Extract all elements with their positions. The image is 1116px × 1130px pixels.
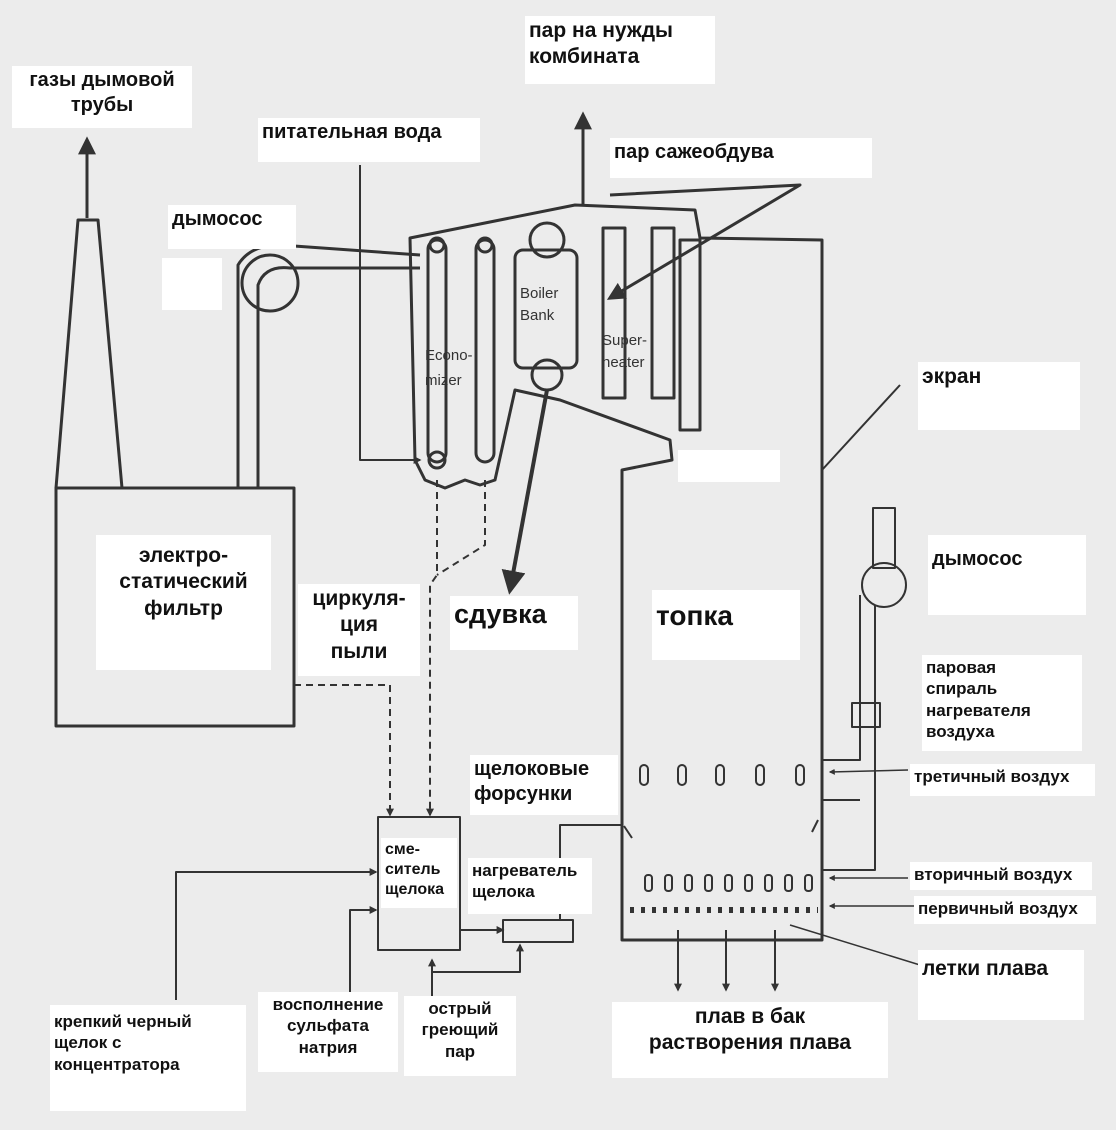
fan-right-stack [872, 507, 896, 569]
label-mixer: сме- ситель щелока [381, 838, 457, 908]
label-secondary-air: вторичный воздух [910, 862, 1092, 890]
label-flue-gases: газы дымовой трубы [12, 66, 192, 128]
label-makeup: восполнение сульфата натрия [258, 992, 398, 1072]
label-blowdown: сдувка [450, 596, 578, 650]
fan-duct [236, 243, 421, 488]
label-esp: электро- статический фильтр [96, 535, 271, 670]
boiler-bank-label-2: Bank [520, 307, 555, 324]
boiler-outline [408, 203, 824, 942]
liquor-heater [502, 919, 574, 943]
superheater-element-3 [678, 238, 702, 432]
boiler-bank-label-1: Boiler [520, 285, 558, 302]
label-strong-liquor: крепкий черный щелок с концентратора [50, 1005, 246, 1111]
label-feed-water: питательная вода [258, 118, 480, 162]
esp-box [54, 486, 296, 728]
label-fan-top: дымосос [168, 205, 296, 249]
superheater-label-1: Super- [602, 332, 647, 349]
secondary-ports [644, 874, 813, 892]
label-smelt-spouts: летки плава [918, 950, 1084, 1020]
label-liquor-guns: щелоковые форсунки [470, 755, 618, 815]
air-heater-coil [851, 702, 881, 728]
label-steam-mill: пар на нужды комбината [525, 16, 715, 84]
economizer-label-2: mizer [425, 372, 462, 389]
label-sootblow-steam: пар сажеобдува [610, 138, 872, 178]
white-patch [678, 450, 780, 482]
label-tertiary-air: третичный воздух [910, 764, 1095, 796]
label-screen: экран [918, 362, 1080, 430]
white-patch-2 [162, 258, 222, 310]
tertiary-ports [639, 764, 805, 786]
economizer-tube-1 [426, 238, 448, 464]
economizer-label-1: Econo- [425, 347, 473, 364]
superheater-element-2 [650, 226, 676, 400]
superheater-element-1 [601, 226, 627, 400]
label-dust-circulation: циркуля- ция пыли [298, 584, 420, 676]
liquor-mixer [377, 816, 461, 951]
label-furnace: топка [652, 590, 800, 660]
boiler-bank-tubes [513, 248, 579, 370]
label-fan-right: дымосос [928, 535, 1086, 615]
label-steam-coil: паровая спираль нагревателя воздуха [922, 655, 1082, 751]
label-primary-air: первичный воздух [914, 896, 1096, 924]
label-liquor-heater: нагреватель щелока [468, 858, 592, 914]
chimney-stack [54, 218, 124, 490]
superheater-label-2: heater [602, 354, 645, 371]
label-hp-steam: острый греющий пар [404, 996, 516, 1076]
economizer-tube-2 [474, 238, 496, 464]
label-smelt-tank: плав в бак растворения плава [612, 1002, 888, 1078]
